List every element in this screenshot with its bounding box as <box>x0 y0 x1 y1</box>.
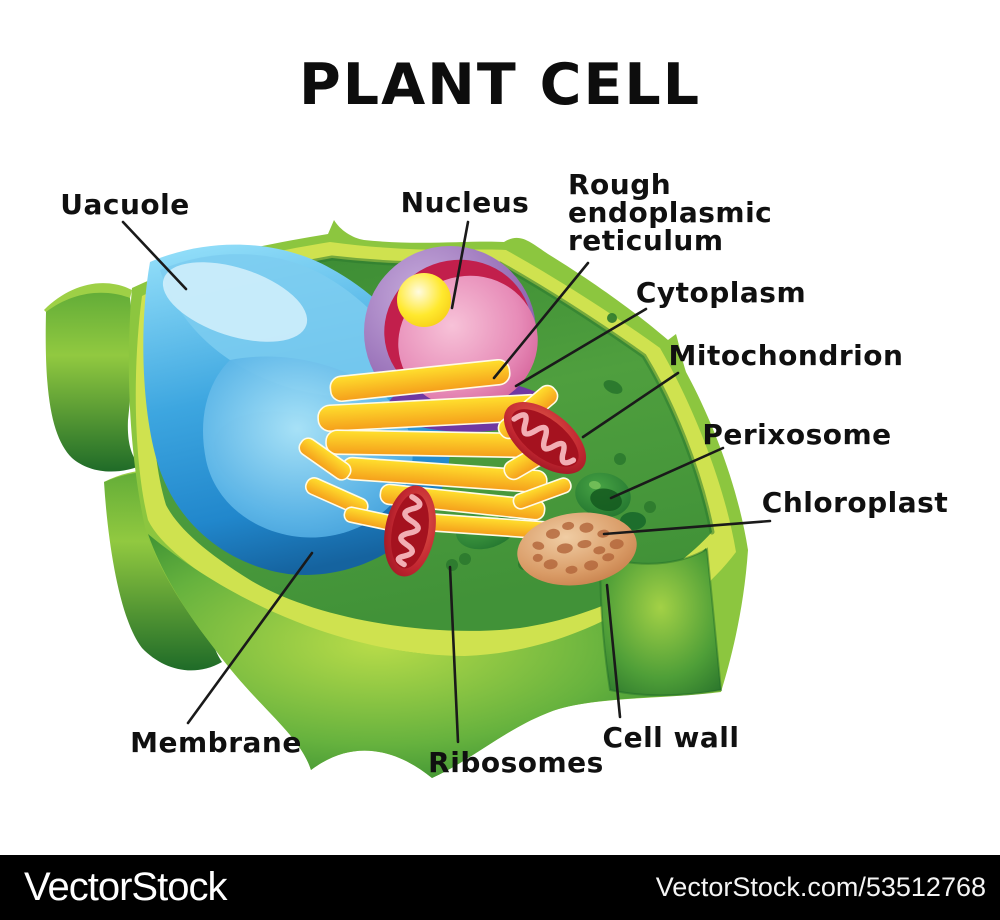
label-rough-er-line1: Rough <box>568 168 672 201</box>
front-cell-wall-face <box>148 534 721 778</box>
watermark-bar: VectorStock VectorStock.com/53512768 <box>0 855 1000 920</box>
leader-line-ribosomes <box>448 565 460 744</box>
leader-line-chloroplast <box>602 519 772 536</box>
label-ribosomes: Ribosomes <box>428 746 604 779</box>
leader-line-rough-er <box>492 261 590 380</box>
leader-line-vacuole <box>121 220 188 291</box>
left-wall-pillar-upper <box>44 283 140 472</box>
label-vacuole: Uacuole <box>60 188 190 221</box>
leader-line-peroxisome <box>609 446 725 500</box>
nucleolus-shape <box>397 273 451 327</box>
mitochondrion-shape <box>503 402 587 474</box>
leader-line-membrane <box>186 551 314 725</box>
label-cytoplasm: Cytoplasm <box>635 276 807 309</box>
label-peroxisome: Perixosome <box>702 418 892 451</box>
page-title: PLANT CELL <box>298 52 702 118</box>
label-cell-wall: Cell wall <box>602 721 740 754</box>
leader-lines <box>121 220 772 744</box>
leader-line-cytoplasm <box>514 307 648 388</box>
label-chloroplast: Chloroplast <box>761 486 949 519</box>
label-membrane: Membrane <box>130 726 302 759</box>
mitochondrion-shape <box>384 485 436 577</box>
chloroplast-oval <box>603 380 623 394</box>
label-nucleus: Nucleus <box>400 186 530 219</box>
right-wall-flap <box>598 547 723 697</box>
image-credit-text: VectorStock.com/53512768 <box>655 872 986 902</box>
amyloplast-shape <box>517 512 637 586</box>
label-mitochondrion: Mitochondrion <box>668 339 904 372</box>
peroxisome-shape <box>575 472 631 518</box>
label-rough-er-line3: reticulum <box>568 224 724 257</box>
leader-line-nucleus <box>450 220 470 310</box>
vectorstock-logo-text: VectorStock <box>24 865 227 909</box>
leader-line-cell-wall <box>605 583 622 719</box>
label-rough-er: Rough endoplasmic reticulum <box>568 171 772 255</box>
label-rough-er-line2: endoplasmic <box>568 196 773 229</box>
leader-line-mitochondrion <box>581 371 680 439</box>
